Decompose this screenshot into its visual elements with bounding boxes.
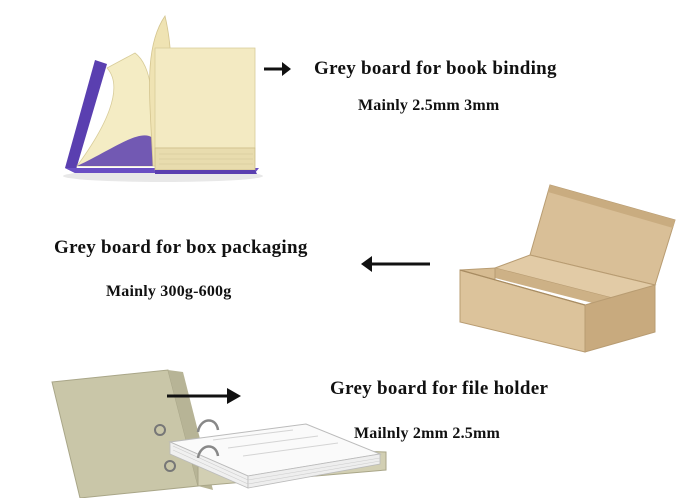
arrow-right-icon xyxy=(264,62,291,76)
arrow-left-icon xyxy=(361,256,430,272)
file-holder-detail: Mailnly 2mm 2.5mm xyxy=(354,425,501,442)
file-binder-icon xyxy=(51,369,387,498)
book-binding-title: Grey board for book binding xyxy=(314,58,557,79)
book-binding-detail: Mainly 2.5mm 3mm xyxy=(358,97,500,114)
arrow-right-icon xyxy=(167,388,241,404)
box-packaging-detail: Mainly 300g-600g xyxy=(106,283,232,300)
file-holder-title: Grey board for file holder xyxy=(330,378,549,399)
open-book-icon xyxy=(63,15,263,182)
cardboard-box-icon xyxy=(459,184,676,353)
box-packaging-title: Grey board for box packaging xyxy=(54,237,308,258)
